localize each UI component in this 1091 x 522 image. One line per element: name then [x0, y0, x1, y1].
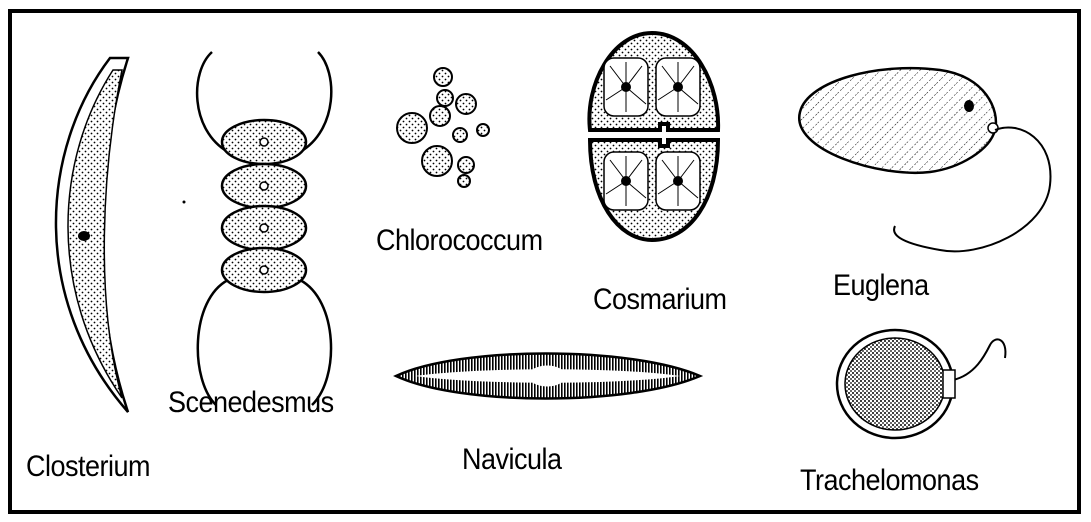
navicula-figure: [396, 354, 700, 399]
label-chlorococcum: Chlorococcum: [376, 224, 543, 257]
label-scenedesmus: Scenedesmus: [168, 386, 334, 419]
label-euglena: Euglena: [833, 269, 929, 302]
euglena-figure: [799, 68, 1050, 251]
label-navicula: Navicula: [462, 443, 562, 476]
cosmarium-figure: [589, 33, 718, 240]
label-trachelomonas: Trachelomonas: [800, 464, 979, 497]
chlorococcum-figure: [397, 68, 489, 187]
label-cosmarium: Cosmarium: [593, 283, 727, 316]
trachelomonas-figure: [837, 330, 1005, 438]
scenedesmus-figure: [183, 52, 332, 405]
label-closterium: Closterium: [26, 450, 150, 483]
closterium-figure: [56, 58, 128, 412]
